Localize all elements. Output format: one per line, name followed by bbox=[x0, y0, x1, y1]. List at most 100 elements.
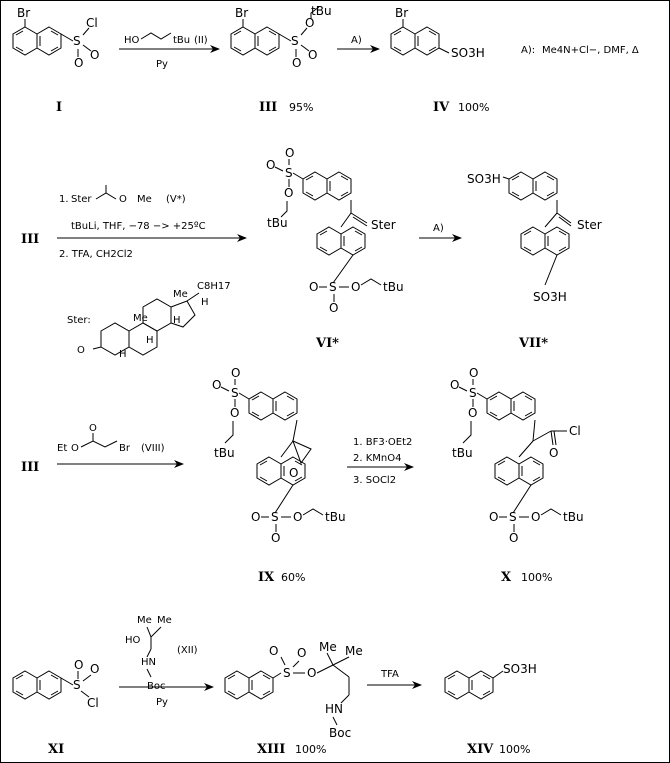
compound-VII: SO3H Ster SO3H VII* bbox=[467, 171, 602, 351]
compound-label-I: I bbox=[56, 100, 62, 115]
step2-line3: 2. TFA, CH2Cl2 bbox=[59, 249, 133, 260]
c8h17-label: C8H17 bbox=[197, 281, 231, 292]
compound-IX: S O O O tBu O S O O O tBu IX 60% bbox=[212, 366, 346, 585]
tbu-group-label: tBu bbox=[267, 216, 288, 230]
sulfonic-acid-label: SO3H bbox=[503, 662, 537, 676]
yield-IV: 100% bbox=[458, 101, 489, 114]
oxygen-atom-label: O bbox=[74, 56, 83, 70]
compound-XIII: S O O O Me Me HN Boc XIII 100% bbox=[224, 640, 363, 757]
yield-III: 95% bbox=[289, 101, 313, 114]
oxygen-atom-label: O bbox=[309, 280, 318, 294]
oxygen-atom-label: O bbox=[489, 510, 498, 524]
reagent-alcohol-ho: HO bbox=[124, 35, 140, 46]
step-A-row2: A) bbox=[419, 223, 462, 242]
compound-I: Br S Cl O O I bbox=[12, 6, 99, 115]
step1-conditions: HO tBu (II) Py bbox=[119, 32, 220, 70]
hydrogen-label: H bbox=[201, 297, 209, 308]
bromine-atom-label: Br bbox=[17, 6, 30, 20]
reagent-II-label: (II) bbox=[194, 35, 208, 46]
tbu-group-label: tBu bbox=[214, 446, 235, 460]
oxygen-atom-label: O bbox=[305, 16, 314, 30]
step-A-row1: A) bbox=[337, 35, 380, 53]
reagent-VIII-label: (VIII) bbox=[141, 443, 165, 454]
compound-label-X: X bbox=[501, 570, 512, 585]
ster-group-label: Ster bbox=[577, 218, 602, 232]
bromine-atom-label: Br bbox=[119, 443, 131, 454]
compound-IV: Br SO3H IV 100% bbox=[390, 6, 489, 115]
sulfonic-acid-label: SO3H bbox=[533, 290, 567, 304]
amine-label: HN bbox=[325, 702, 343, 716]
reagent-alcohol-tbu: tBu bbox=[173, 35, 190, 46]
sulfur-atom-label: S bbox=[271, 510, 279, 524]
oxygen-atom-label: O bbox=[468, 406, 477, 420]
compound-VI: S O O O tBu Ster S O O O tBu VI* bbox=[266, 146, 404, 351]
methyl-label: Me bbox=[173, 289, 188, 300]
ethyl-label: Et bbox=[57, 443, 67, 454]
oxygen-atom-label: O bbox=[119, 194, 127, 205]
hydroxyl-label: HO bbox=[125, 635, 141, 646]
oxygen-atom-label: O bbox=[531, 510, 540, 524]
compound-label-XI: XI bbox=[48, 742, 64, 757]
yield-IX: 60% bbox=[281, 571, 305, 584]
step6-reagent-tfa: TFA bbox=[380, 669, 399, 680]
oxygen-atom-label: O bbox=[450, 378, 459, 392]
hydrogen-label: H bbox=[119, 349, 127, 360]
bromine-atom-label: Br bbox=[235, 6, 248, 20]
hydrogen-label: H bbox=[173, 315, 181, 326]
oxygen-atom-label: O bbox=[71, 443, 79, 454]
condition-A-label: A) bbox=[351, 35, 362, 46]
oxygen-atom-label: O bbox=[212, 378, 221, 392]
sulfur-atom-label: S bbox=[291, 34, 299, 48]
legend-A-text: Me4N+Cl−, DMF, Δ bbox=[542, 45, 639, 56]
ster-definition-label: Ster: bbox=[67, 315, 91, 326]
sulfur-atom-label: S bbox=[283, 666, 291, 680]
oxygen-atom-label: O bbox=[77, 345, 85, 356]
oxygen-atom-label: O bbox=[285, 146, 294, 160]
step4-line1: 1. BF3·OEt2 bbox=[353, 437, 412, 448]
compound-label-IX: IX bbox=[258, 570, 275, 585]
oxygen-atom-label: O bbox=[284, 186, 293, 200]
sulfur-atom-label: S bbox=[469, 386, 477, 400]
compound-XIV: SO3H XIV 100% bbox=[444, 662, 537, 757]
ster-group-label: Ster bbox=[71, 194, 92, 205]
tbu-group-label: tBu bbox=[325, 510, 346, 524]
step2-number-1: 1. bbox=[59, 194, 69, 205]
step4-conditions: 1. BF3·OEt2 2. KMnO4 3. SOCl2 bbox=[347, 437, 414, 486]
condition-A-label: A) bbox=[433, 223, 444, 234]
legend-A-label: A): bbox=[521, 45, 535, 56]
methyl-label: Me bbox=[157, 615, 172, 626]
methyl-label: Me bbox=[319, 640, 337, 654]
oxygen-atom-label: O bbox=[307, 666, 316, 680]
yield-X: 100% bbox=[521, 571, 552, 584]
compound-X: S O O O tBu O Cl S O O O tBu X 100% bbox=[450, 366, 584, 585]
oxygen-atom-label: O bbox=[90, 662, 99, 676]
step2-conditions-line: tBuLi, THF, −78 −> +25ºC bbox=[71, 221, 206, 232]
oxygen-atom-label: O bbox=[90, 48, 99, 62]
chlorine-atom-label: Cl bbox=[87, 696, 99, 710]
methyl-label: Me bbox=[345, 644, 363, 658]
legend-A: A): Me4N+Cl−, DMF, Δ bbox=[521, 45, 639, 56]
sulfonic-acid-label: SO3H bbox=[467, 172, 501, 186]
bromine-atom-label: Br bbox=[395, 6, 408, 20]
step3-conditions: III Et O O Br (VIII) bbox=[21, 423, 184, 475]
step4-line2: 2. KMnO4 bbox=[353, 453, 401, 464]
base-pyridine: Py bbox=[156, 59, 168, 70]
tbu-group-label: tBu bbox=[563, 510, 584, 524]
tbu-group-label: tBu bbox=[383, 280, 404, 294]
oxygen-atom-label: O bbox=[293, 510, 302, 524]
oxygen-atom-label: O bbox=[251, 510, 260, 524]
compound-label-IV: IV bbox=[433, 100, 450, 115]
methyl-label: Me bbox=[137, 615, 152, 626]
compound-III: Br S O tBu O O III 95% bbox=[230, 4, 332, 115]
oxygen-atom-label: O bbox=[329, 301, 338, 315]
base-pyridine: Py bbox=[156, 697, 168, 708]
oxygen-atom-label: O bbox=[266, 158, 275, 172]
boc-label: Boc bbox=[329, 726, 351, 740]
sulfur-atom-label: S bbox=[509, 510, 517, 524]
oxygen-atom-label: O bbox=[351, 280, 360, 294]
steroid-legend: Ster: C8H17 H Me Me H H H O bbox=[67, 281, 231, 360]
step2-conditions: III 1. Ster O Me (V*) tBuLi, THF, −78 −>… bbox=[21, 185, 247, 260]
sulfur-atom-label: S bbox=[73, 34, 81, 48]
